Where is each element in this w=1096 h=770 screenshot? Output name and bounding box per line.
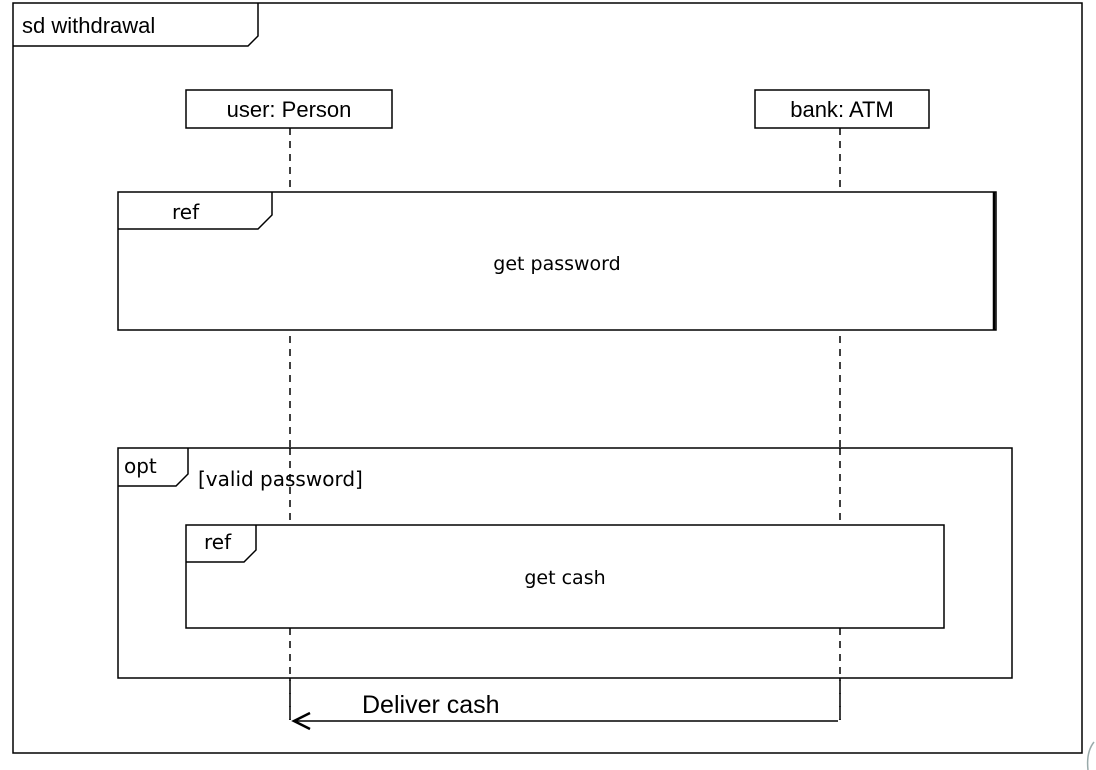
ref-fragment-get-cash [185, 524, 945, 629]
corner-mark [1086, 741, 1095, 770]
lifeline-head-user [185, 89, 393, 129]
ref-fragment-tab [118, 192, 273, 230]
lifeline-label-user: user: Person [226, 97, 352, 122]
diagram-frame [12, 2, 1083, 754]
lifeline-label-bank: bank: ATM [790, 97, 894, 122]
lifeline-user-name: user [226, 97, 270, 122]
opt-guard: [valid password] [198, 467, 363, 491]
frame-name: withdrawal [51, 13, 156, 38]
opt-fragment-tab [118, 448, 189, 487]
diagram-frame-tab [13, 3, 259, 47]
lifeline-user-type: Person [281, 97, 352, 122]
ref-label-get-cash: get cash [524, 567, 606, 589]
ref-fragment-get-password [117, 191, 997, 331]
message-label-deliver-cash: Deliver cash [362, 691, 500, 719]
lifeline-head-bank [754, 89, 930, 129]
frame-operator: sd [22, 13, 46, 38]
lifeline-bank-name: bank [790, 97, 838, 122]
ref-label-get-password: get password [493, 253, 621, 275]
ref-operator-1: ref [172, 200, 200, 224]
diagram-title: sd withdrawal [22, 13, 155, 39]
lifeline-bank-type: ATM [848, 97, 894, 122]
ref-operator-2: ref [204, 530, 232, 554]
message-arrowhead [291, 711, 311, 731]
opt-operator: opt [124, 454, 157, 478]
ref-fragment-get-cash-tab [186, 525, 257, 563]
